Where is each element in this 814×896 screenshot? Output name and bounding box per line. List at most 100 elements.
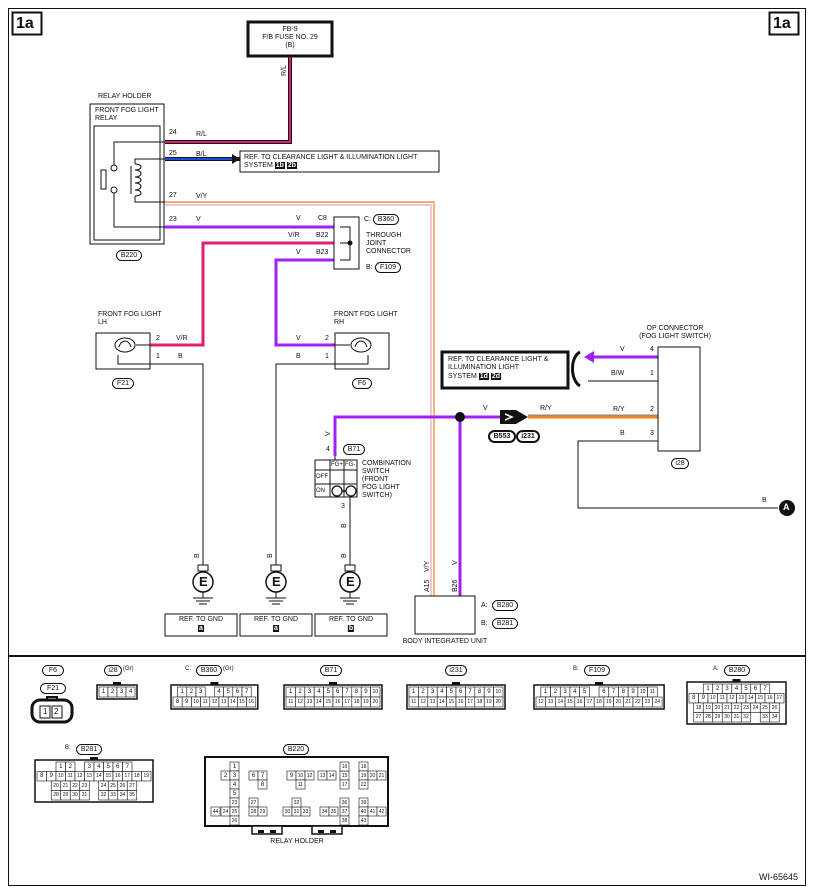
relay-holder-pin-number: 37 — [341, 808, 348, 815]
junction-wire-left: V — [483, 405, 488, 412]
conn-view-pin-number: 18 — [596, 698, 602, 705]
conn-view-pin-number: 25 — [110, 782, 116, 789]
relay-holder-pin-number: 40 — [360, 808, 367, 815]
conn-view-pin-number: 16 — [334, 698, 341, 705]
relay-holder-pin — [339, 761, 350, 772]
fog-lh-wire-2: V/R — [176, 335, 188, 342]
corner-label-right: 1a — [773, 15, 791, 32]
relay-holder-pin — [257, 806, 268, 817]
conn-view-latch — [595, 682, 604, 685]
wire-b-op — [577, 440, 778, 509]
conn-view-pin-number: 12 — [211, 698, 218, 705]
gnd-ref-2-label: REF. TO GND — [253, 616, 299, 623]
conn-view-pin-number: 3 — [198, 688, 203, 695]
conn-view-label: i231 — [445, 665, 467, 676]
relay-holder-pin — [229, 815, 240, 826]
conn-view-pin-number: 19 — [486, 698, 492, 705]
op-pin-4: 4 — [650, 346, 654, 353]
conn-view-pin-number: 34 — [119, 792, 126, 798]
conn-view-pin-number: 32 — [743, 714, 749, 720]
combo-row-2: ON — [316, 488, 325, 494]
corner-tag-left — [11, 11, 43, 36]
conn-view-latch — [329, 682, 337, 685]
bcm-b-connector: B281 — [492, 618, 518, 629]
conn-view-f21-pin-2: 2 — [54, 707, 59, 716]
conn-view-pin-number: 1 — [289, 688, 293, 695]
conn-view-pin-number: 16 — [766, 695, 773, 701]
relay-contacts — [113, 141, 165, 228]
conn-view-pin-number: 18 — [353, 698, 360, 705]
relay-holder-pin-number: 14 — [328, 772, 335, 779]
connector-grids — [34, 679, 787, 803]
conn-view-pin-number: 1 — [59, 763, 63, 770]
relay-holder-pin-number: 7 — [260, 772, 265, 779]
bcm-name: BODY INTEGRATED UNIT — [402, 638, 488, 645]
conn-view-pin-number: 28 — [705, 714, 711, 720]
relay-holder-pin-number: 17 — [341, 781, 348, 788]
conn-view-pin-number: 13 — [220, 698, 227, 705]
conn-view-pin-number: 2 — [553, 688, 558, 695]
fog-lh-wire-1: B — [178, 353, 183, 360]
joint-pin-b22: B22 — [316, 232, 329, 239]
conn-view-pin-number: 16 — [248, 698, 254, 705]
relay-holder-grid — [210, 761, 387, 826]
inline-connector — [500, 410, 528, 424]
relay-wire-24: R/L — [196, 131, 207, 138]
combo-connector: B71 — [343, 444, 365, 455]
conn-view-pin-number: 24 — [100, 782, 107, 789]
conn-view-pin-number: 27 — [695, 714, 702, 720]
relay-holder-pin — [376, 806, 387, 817]
junction-conn-1: B553 — [488, 430, 516, 443]
ref-top-badge-2: 2b — [286, 162, 298, 169]
conn-view-latch — [113, 682, 121, 685]
relay-holder-pin — [304, 770, 315, 781]
conn-view-pin-number: 4 — [734, 685, 739, 692]
conn-view-pin-number: 20 — [372, 698, 379, 705]
conn-view-pin-number: 19 — [605, 698, 612, 705]
corner-tag-right — [768, 11, 800, 36]
conn-view-pin-number: 8 — [477, 688, 482, 695]
combo-col-1: FG+ — [331, 462, 343, 468]
joint-name-3: CONNECTOR — [366, 248, 411, 255]
conn-view-pin-number: 14 — [747, 695, 754, 701]
page-frame — [8, 8, 806, 886]
body-unit-box — [414, 595, 476, 635]
ground-symbol-1: E — [199, 574, 208, 589]
ref-box-right — [440, 350, 570, 390]
gnd-wire-2: B — [267, 553, 274, 558]
conn-view-pin-number: 12 — [728, 695, 735, 701]
wire-rl-outline — [165, 57, 292, 144]
relay-holder-pin-number: 21 — [378, 772, 385, 779]
relay-holder-pin-number: 41 — [369, 808, 376, 815]
conn-view-pin-number: 20 — [495, 698, 502, 705]
fog-lh-connector: F21 — [112, 378, 134, 389]
conn-view-label: B360 — [196, 665, 222, 676]
gnd-ref-2-mark: a — [273, 625, 279, 632]
combo-name-2: SWITCH — [362, 468, 390, 475]
conn-view-pin-number: 14 — [557, 698, 564, 705]
conn-view-pin-number: 2 — [68, 763, 72, 770]
conn-view-pin-number: 8 — [175, 698, 180, 705]
conn-view-pin-number: 9 — [631, 688, 635, 695]
conn-view-pin-number: 16 — [576, 698, 583, 705]
relay-contact-1 — [110, 164, 118, 172]
conn-view-pin-number: 14 — [439, 698, 445, 705]
conn-view-f6-f21 — [30, 696, 74, 724]
junction-conn-2: i231 — [516, 430, 540, 443]
relay-holder-pin-number: 1 — [232, 763, 237, 770]
relay-holder-pin — [328, 806, 339, 817]
conn-view-pin-number: 30 — [72, 792, 78, 798]
conn-view-pin-number: 3 — [307, 688, 312, 695]
conn-view-pin-number: 3 — [430, 688, 435, 695]
bcm-b-prefix: B: — [481, 620, 488, 627]
relay-coil-leads — [134, 158, 165, 203]
conn-view-pin-number: 26 — [771, 704, 778, 711]
conn-view-pin-number: 33 — [762, 714, 768, 720]
relay-holder-pin-number: 23 — [231, 799, 238, 806]
op-wire-1: B/W — [611, 370, 625, 377]
fog-rh-pin-1: 1 — [325, 353, 329, 360]
conn-view-pin-number: 10 — [57, 773, 64, 779]
conn-view-pin-number: 12 — [76, 773, 83, 779]
gnd-ref-3-label: REF. TO GND — [328, 616, 374, 623]
